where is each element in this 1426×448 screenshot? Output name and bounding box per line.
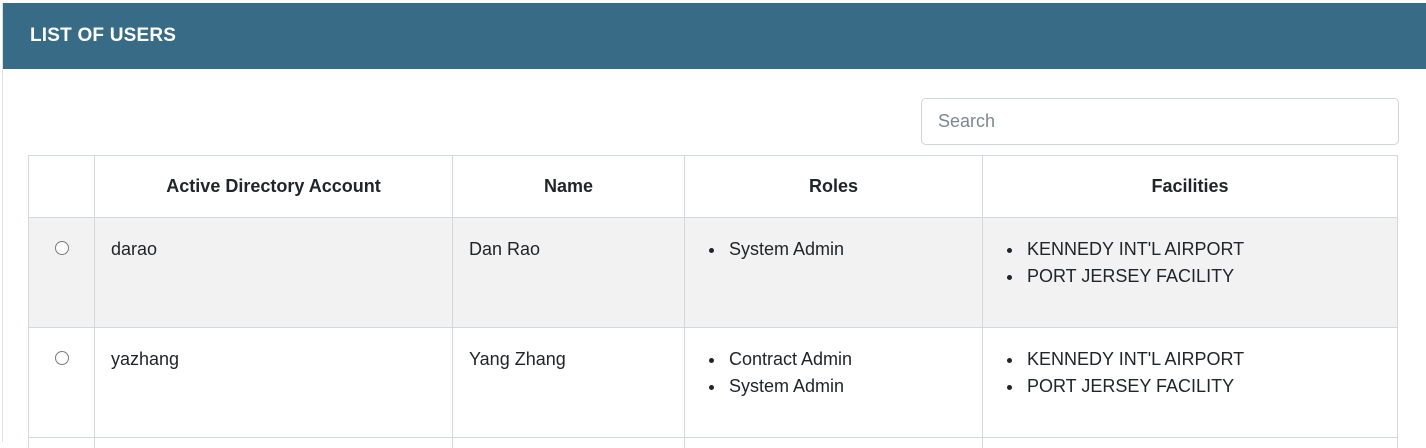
- row-select-cell: [28, 217, 95, 328]
- row-stub-cell: [982, 437, 1398, 448]
- roles-cell: Contract Admin System Admin: [684, 327, 983, 438]
- row-stub-cell: [28, 437, 95, 448]
- row-stub-cell: [452, 437, 685, 448]
- column-header-roles[interactable]: Roles: [684, 155, 983, 218]
- users-table: Active Directory Account Name Roles Faci…: [28, 155, 1398, 448]
- facilities-list: KENNEDY INT'L AIRPORT PORT JERSEY FACILI…: [999, 236, 1381, 290]
- facilities-cell: KENNEDY INT'L AIRPORT PORT JERSEY FACILI…: [982, 327, 1398, 438]
- role-item: Contract Admin: [709, 346, 966, 373]
- facility-item: PORT JERSEY FACILITY: [1007, 263, 1381, 290]
- role-item: System Admin: [709, 373, 966, 400]
- facilities-list: KENNEDY INT'L AIRPORT PORT JERSEY FACILI…: [999, 346, 1381, 400]
- roles-list: Contract Admin System Admin: [701, 346, 966, 400]
- table-header-row: Active Directory Account Name Roles Faci…: [28, 155, 1398, 218]
- name-cell: Dan Rao: [452, 217, 685, 328]
- table-row-partial: [28, 437, 1398, 448]
- panel-title: LIST OF USERS: [30, 25, 177, 46]
- role-item: System Admin: [709, 236, 966, 263]
- roles-list: System Admin: [701, 236, 966, 263]
- facility-item: KENNEDY INT'L AIRPORT: [1007, 346, 1381, 373]
- table-row[interactable]: yazhang Yang Zhang Contract Admin System…: [28, 327, 1398, 438]
- facilities-cell: KENNEDY INT'L AIRPORT PORT JERSEY FACILI…: [982, 217, 1398, 328]
- facility-item: KENNEDY INT'L AIRPORT: [1007, 236, 1381, 263]
- column-header-select: [28, 155, 95, 218]
- row-select-radio[interactable]: [54, 241, 69, 255]
- column-header-account[interactable]: Active Directory Account: [94, 155, 453, 218]
- account-cell: darao: [94, 217, 453, 328]
- name-cell: Yang Zhang: [452, 327, 685, 438]
- row-stub-cell: [94, 437, 453, 448]
- row-stub-cell: [684, 437, 983, 448]
- row-select-radio[interactable]: [54, 351, 69, 365]
- row-select-cell: [28, 327, 95, 438]
- roles-cell: System Admin: [684, 217, 983, 328]
- search-input[interactable]: [921, 98, 1399, 145]
- column-header-name[interactable]: Name: [452, 155, 685, 218]
- account-cell: yazhang: [94, 327, 453, 438]
- facility-item: PORT JERSEY FACILITY: [1007, 373, 1381, 400]
- column-header-facilities[interactable]: Facilities: [982, 155, 1398, 218]
- search-box: [921, 98, 1399, 145]
- panel-header: LIST OF USERS: [3, 3, 1426, 69]
- table-row[interactable]: darao Dan Rao System Admin KENNEDY INT'L…: [28, 217, 1398, 328]
